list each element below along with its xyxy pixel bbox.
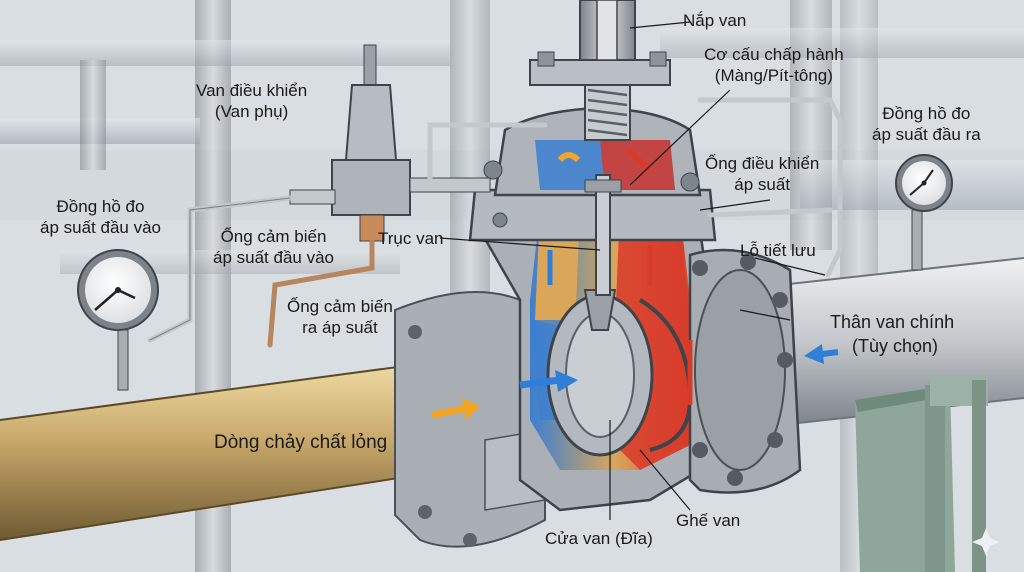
pilot-valve (289, 44, 491, 242)
label-seat: Ghế van (676, 511, 741, 530)
label-bonnet: Nắp van (683, 11, 747, 30)
leader-lines (439, 21, 826, 520)
label-pilot-valve: Van điều khiển(Van phụ) (196, 81, 308, 121)
sensing-tubes (117, 97, 923, 391)
outlet-pipe (779, 257, 1024, 572)
label-orifice: Lỗ tiết lưu (740, 241, 816, 260)
label-stem: Trục van (378, 229, 444, 248)
flow-arrows (431, 147, 839, 420)
outlet-flange (688, 248, 802, 494)
label-fluid-flow: Dòng chảy chất lỏng (214, 432, 388, 453)
label-optional: (Tùy chọn) (852, 336, 939, 356)
label-actuator: Cơ cấu chấp hành(Màng/Pít-tông) (704, 45, 844, 85)
bonnet-actuator (468, 0, 717, 296)
label-main-body: Thân van chính (830, 312, 955, 332)
label-disc: Cửa van (Đĩa) (545, 529, 653, 548)
inlet-gauge (77, 249, 159, 331)
outlet-gauge (895, 154, 953, 212)
sparkle-icon (972, 528, 1000, 556)
